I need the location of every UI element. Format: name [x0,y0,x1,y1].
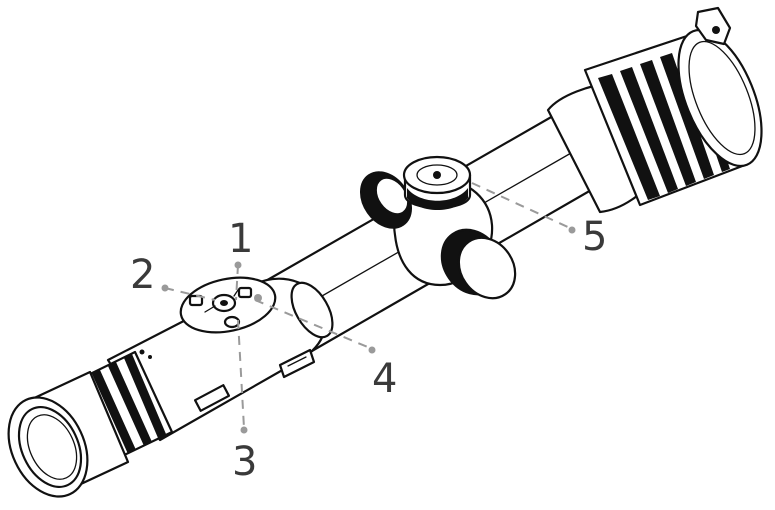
leader-3 [237,319,245,429]
top-turret-knob [402,155,472,210]
right-turret-knob [440,228,517,300]
leader-4 [254,299,371,349]
leader-5 [471,182,571,229]
leader-1 [235,264,239,301]
callout-1: 1 [228,216,253,262]
leader-lines [161,182,576,434]
diopter-ring [80,349,174,460]
callout-5: 5 [582,214,607,260]
eyepiece-body [106,277,334,442]
objective-lens [546,6,763,214]
eyecup [7,370,130,498]
callout-2: 2 [130,252,155,298]
callout-3: 3 [232,439,257,485]
callout-4: 4 [372,356,397,402]
leader-2 [164,287,216,301]
